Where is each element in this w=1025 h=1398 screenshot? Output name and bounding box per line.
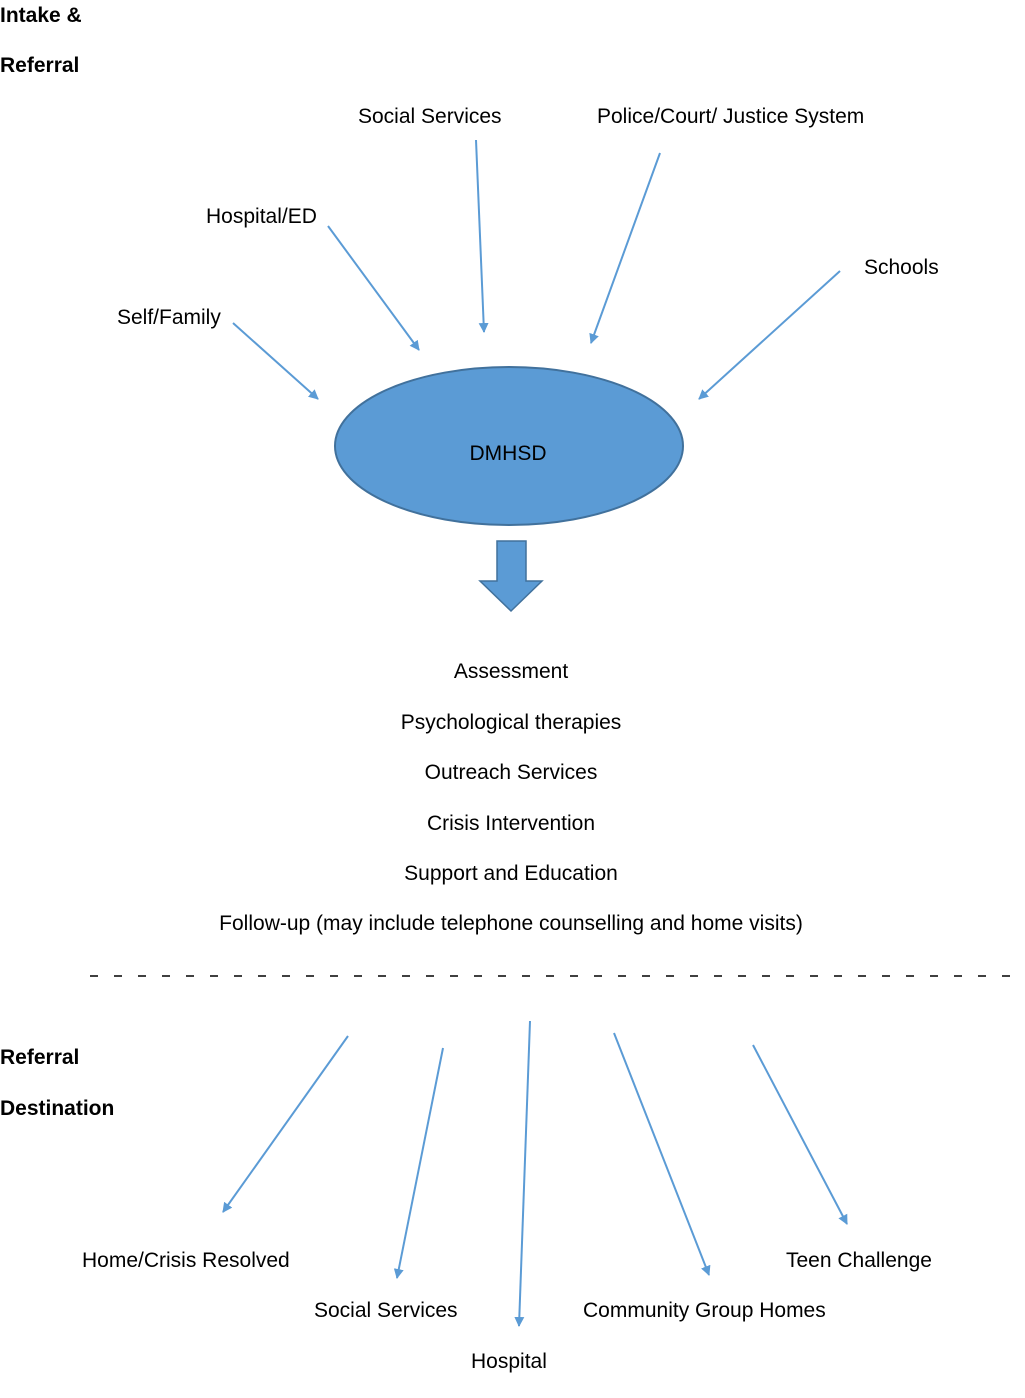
source-schools: Schools bbox=[864, 256, 939, 279]
arrow-self-family-to-dmhsd bbox=[232, 322, 319, 400]
referral-destination-heading-line1: Referral bbox=[0, 1046, 80, 1069]
arrow-social-services-to-dmhsd bbox=[475, 139, 489, 333]
destination-home-crisis-resolved: Home/Crisis Resolved bbox=[82, 1249, 290, 1272]
dmhsd-label: DMHSD bbox=[470, 442, 547, 465]
down-block-arrow bbox=[478, 540, 544, 613]
service-assessment: Assessment bbox=[453, 660, 569, 683]
service-follow-up: Follow-up (may include telephone counsel… bbox=[219, 912, 803, 935]
destination-hospital: Hospital bbox=[471, 1350, 547, 1373]
intake-referral-heading-line1: Intake & bbox=[0, 4, 82, 27]
arrow-hospital-ed-to-dmhsd bbox=[327, 225, 420, 351]
arrow-to-community-group-homes bbox=[613, 1032, 711, 1276]
destination-community-group-homes: Community Group Homes bbox=[583, 1299, 826, 1322]
source-hospital-ed: Hospital/ED bbox=[206, 205, 317, 228]
arrow-to-home-crisis-resolved bbox=[222, 1035, 349, 1213]
destination-arrows bbox=[222, 1020, 848, 1327]
destination-teen-challenge: Teen Challenge bbox=[786, 1249, 932, 1272]
arrow-to-social-services bbox=[393, 1047, 444, 1279]
arrow-to-teen-challenge bbox=[752, 1044, 848, 1225]
destination-social-services: Social Services bbox=[314, 1299, 458, 1322]
arrow-police-to-dmhsd bbox=[589, 152, 661, 344]
service-crisis-intervention: Crisis Intervention bbox=[426, 812, 596, 835]
intake-referral-heading-line2: Referral bbox=[0, 54, 80, 77]
arrow-schools-to-dmhsd bbox=[698, 270, 841, 400]
source-self-family: Self/Family bbox=[117, 306, 221, 329]
dmhsd-node bbox=[334, 366, 684, 526]
source-police-court-justice: Police/Court/ Justice System bbox=[597, 105, 865, 128]
arrow-to-hospital bbox=[514, 1020, 531, 1327]
service-support-education: Support and Education bbox=[404, 862, 618, 885]
service-psychological-therapies: Psychological therapies bbox=[400, 711, 622, 734]
referral-destination-heading-line2: Destination bbox=[0, 1097, 115, 1120]
intake-arrows bbox=[232, 139, 841, 400]
service-outreach: Outreach Services bbox=[424, 761, 598, 784]
source-social-services: Social Services bbox=[358, 105, 502, 128]
